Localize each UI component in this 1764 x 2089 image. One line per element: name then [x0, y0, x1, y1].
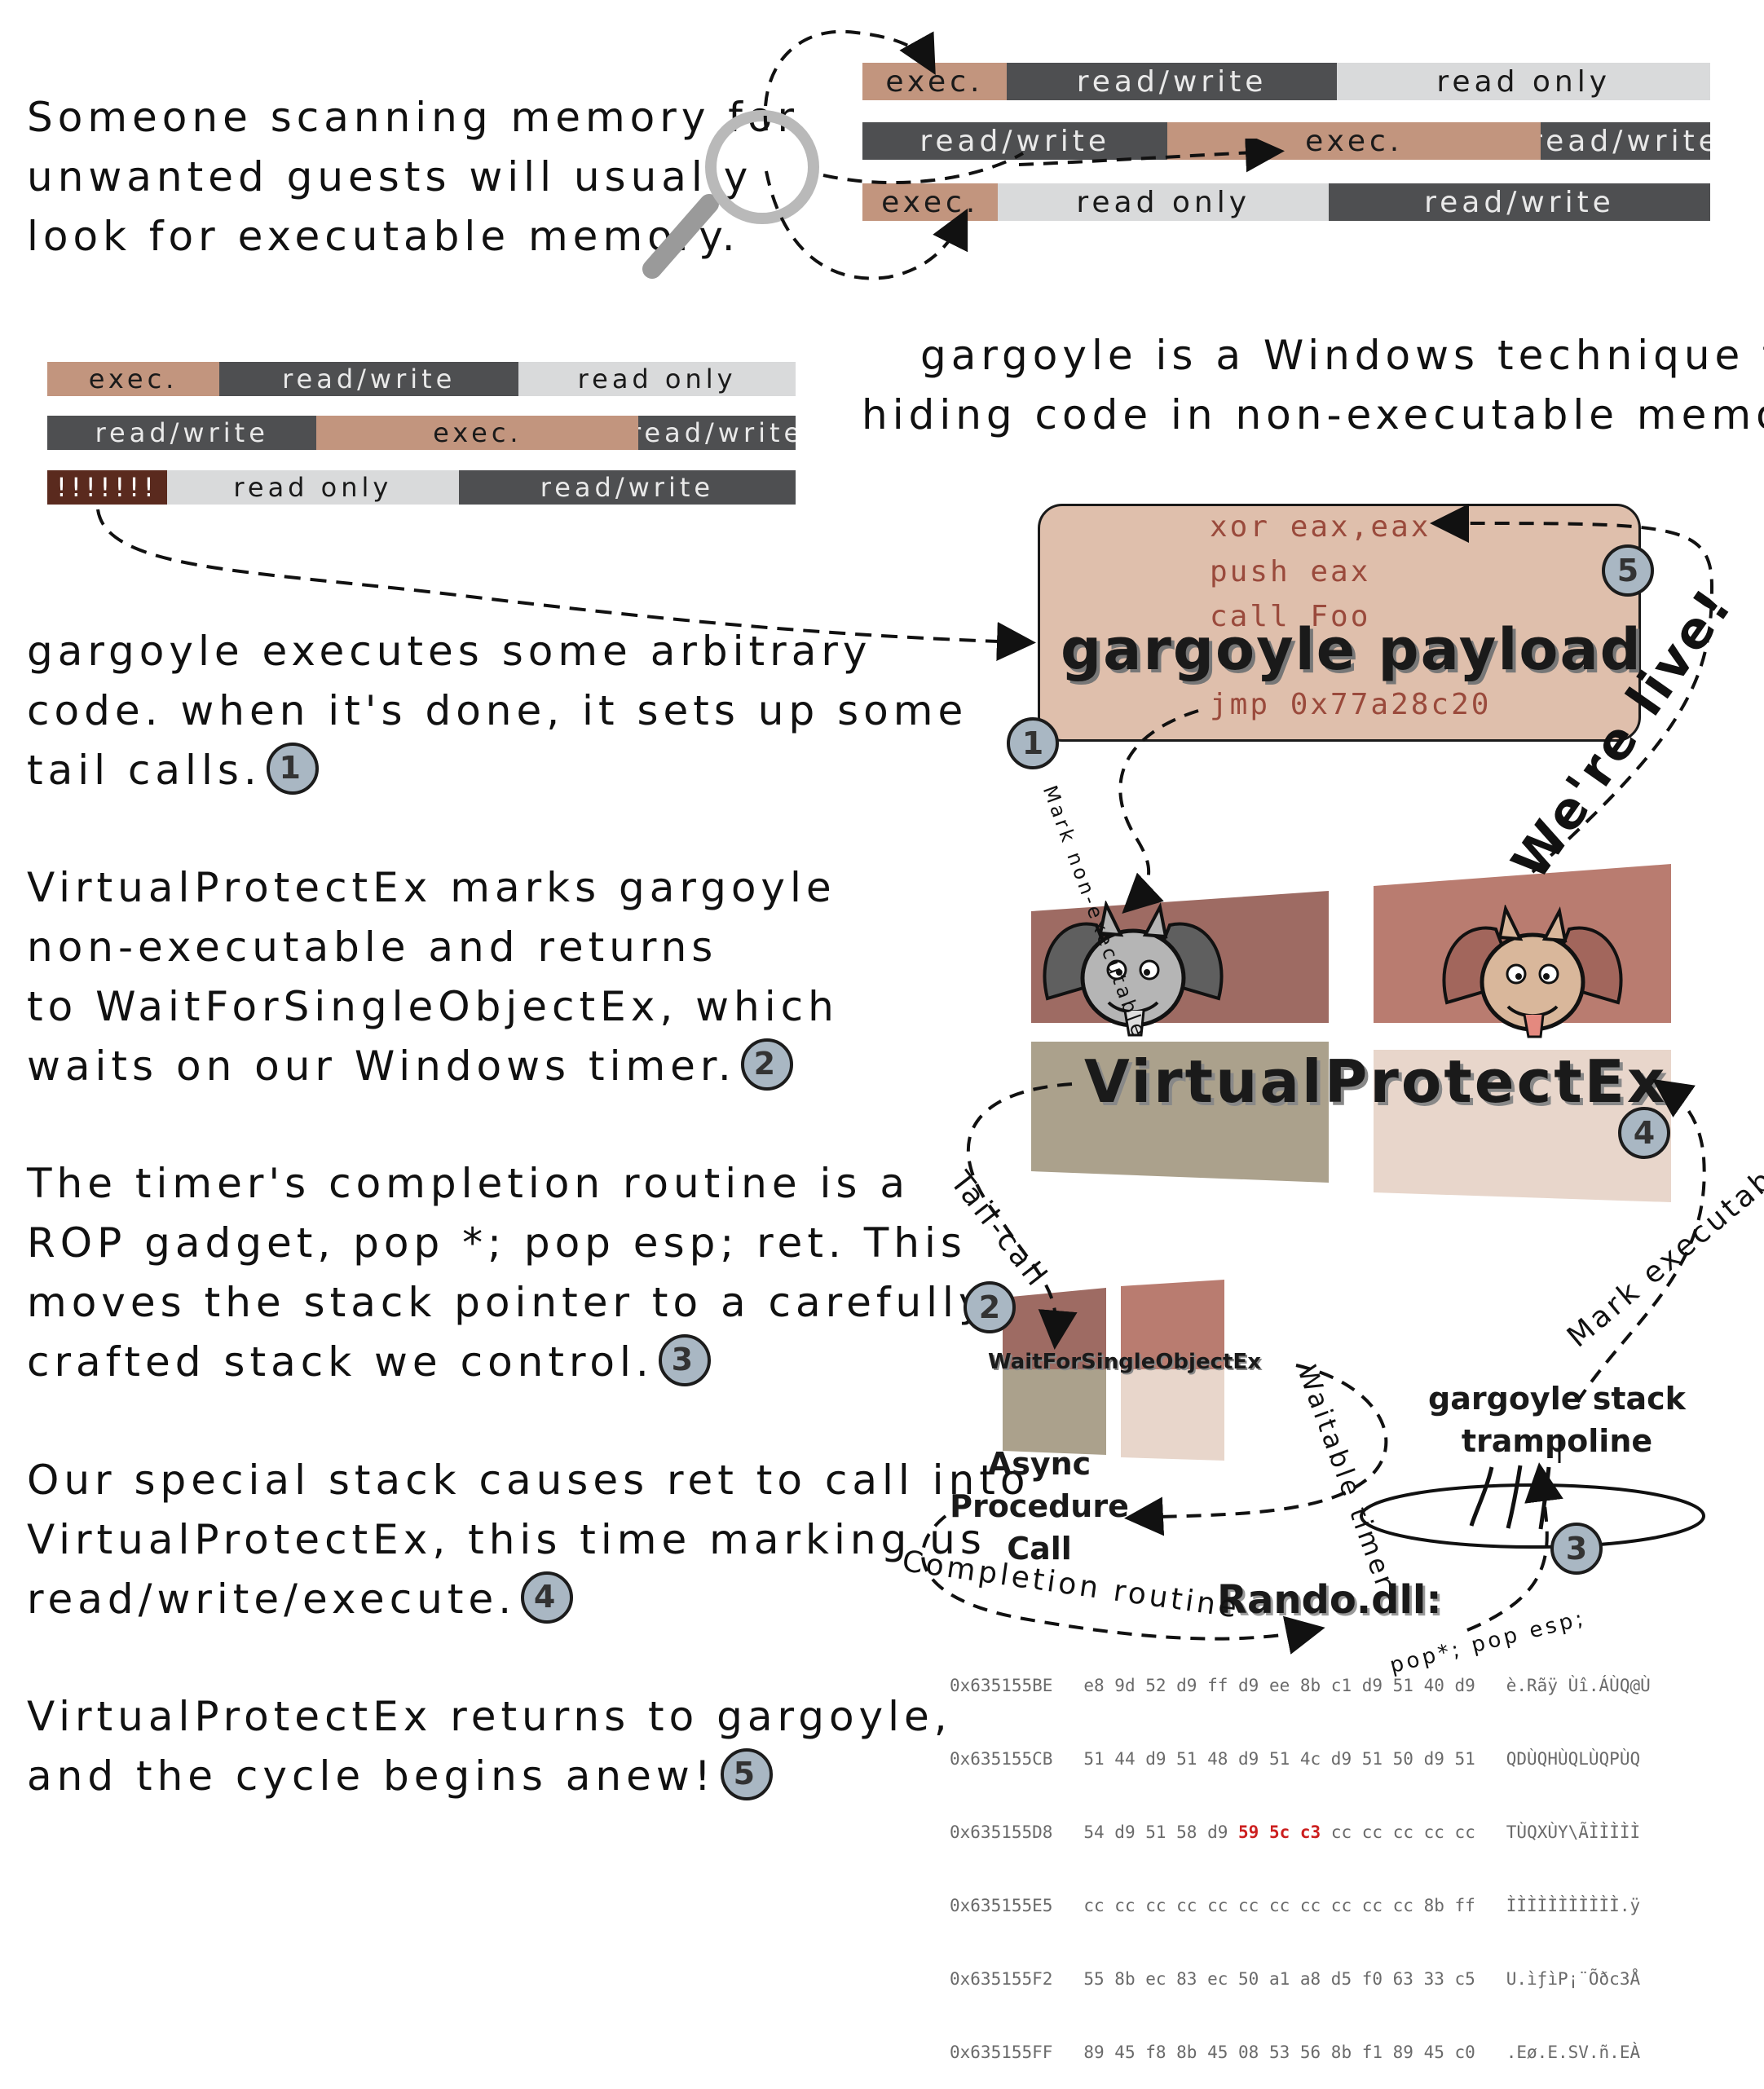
memory-segment-rw: read/write	[862, 122, 1168, 160]
memory-segment-ro: read only	[1337, 63, 1710, 100]
memory-segment-hidden: !!!!!!!	[47, 470, 167, 505]
hex-row: 0x635155E5 cc cc cc cc cc cc cc cc cc cc…	[950, 1896, 1641, 1915]
code-line-jmp: jmp 0x77a28c20	[1210, 688, 1492, 721]
memory-segment-ro: read only	[518, 362, 796, 396]
memory-segment-ro: read only	[166, 470, 459, 505]
diagram-badge-5: 5	[1602, 544, 1654, 597]
dll-label: Rando.dll:	[1217, 1577, 1442, 1623]
apc-label: Async Procedure Call	[950, 1446, 1129, 1567]
memory-segment-exec: exec.	[862, 183, 999, 221]
hex-row: 0x635155FF 89 45 f8 8b 45 08 53 56 8b f1…	[950, 2043, 1641, 2062]
hexdump: 0x635155BE e8 9d 52 d9 ff d9 ee 8b c1 d9…	[950, 1624, 1651, 2089]
step-4-text: Our special stack causes ret to call int…	[27, 1457, 1030, 1624]
gargoyle-payload-box: xor eax,eax push eax call Foo gargoyle p…	[1038, 504, 1641, 742]
diagram-badge-4: 4	[1618, 1107, 1670, 1159]
code-line-call: call Foo	[1210, 600, 1371, 633]
memory-segment-rw: read/write	[1006, 63, 1338, 100]
diagram-badge-1: 1	[1007, 717, 1059, 769]
intro-text: Someone scanning memory for unwanted gue…	[27, 94, 800, 260]
magnifier-icon	[642, 110, 819, 279]
wait-pane-bottom-left	[1003, 1369, 1106, 1455]
step-2-text: VirtualProtectEx marks gargoyle non-exec…	[27, 864, 839, 1091]
step-5-text: VirtualProtectEx returns to gargoyle, an…	[27, 1693, 952, 1800]
scan-arrows	[763, 29, 1025, 280]
technique-text: gargoyle is a Windows technique for hidi…	[862, 332, 1764, 439]
memory-segment-rw: read/write	[1540, 122, 1710, 160]
wait-pane-top-right	[1121, 1280, 1224, 1369]
hex-row: 0x635155F2 55 8b ec 83 ec 50 a1 a8 d5 f0…	[950, 1969, 1641, 1989]
memory-segment-exec: exec.	[1167, 122, 1541, 160]
memory-segment-rw: read/write	[638, 416, 796, 450]
rop-gadget-bytes: 59 5c c3	[1238, 1822, 1321, 1842]
step-badge-1: 1	[266, 742, 319, 795]
step-badge-2: 2	[740, 1038, 793, 1091]
gargoyle-gray-icon	[1043, 901, 1224, 1037]
hex-row: 0x635155D8 54 d9 51 58 d9 59 5c c3 cc cc…	[950, 1822, 1641, 1842]
step-badge-4: 4	[521, 1571, 574, 1624]
hidden-to-payload-arrow	[96, 509, 1036, 661]
wait-title: WaitForSingleObjectEx	[988, 1350, 1261, 1374]
memory-segment-rw: read/write	[1328, 183, 1710, 221]
memory-segment-rw: read/write	[458, 470, 796, 505]
diagram-badge-2: 2	[964, 1281, 1016, 1333]
virtualprotect-title: VirtualProtectEx	[1084, 1047, 1668, 1116]
memory-segment-exec: exec.	[316, 416, 639, 450]
pane-bottom-right	[1374, 1050, 1671, 1202]
code-line-xor: xor eax,eax	[1210, 510, 1431, 544]
cycle-arrows	[921, 503, 1714, 1655]
step-3-text: The timer's completion routine is a ROP …	[27, 1160, 988, 1386]
step-badge-5: 5	[720, 1747, 773, 1800]
diagram-badge-3: 3	[1550, 1523, 1603, 1575]
memory-segment-exec: exec.	[47, 362, 220, 396]
scan-arrow-mid	[1019, 139, 1285, 173]
memory-segment-rw: read/write	[47, 416, 317, 450]
hex-row: 0x635155CB 51 44 d9 51 48 d9 51 4c d9 51…	[950, 1749, 1641, 1769]
wait-pane-bottom-right	[1121, 1369, 1224, 1461]
memory-segment-rw: read/write	[219, 362, 519, 396]
memory-segment-ro: read only	[998, 183, 1329, 221]
step-1-text: gargoyle executes some arbitrary code. w…	[27, 628, 968, 795]
gargoyle-tan-icon	[1442, 905, 1623, 1038]
payload-title: gargoyle payload	[1061, 616, 1643, 683]
step-badge-3: 3	[658, 1333, 711, 1386]
hex-row: 0x635155BE e8 9d 52 d9 ff d9 ee 8b c1 d9…	[950, 1676, 1651, 1695]
pane-bottom-left	[1031, 1042, 1329, 1183]
code-line-push: push eax	[1210, 555, 1371, 588]
trampoline-label: gargoyle stack trampoline	[1428, 1381, 1686, 1459]
